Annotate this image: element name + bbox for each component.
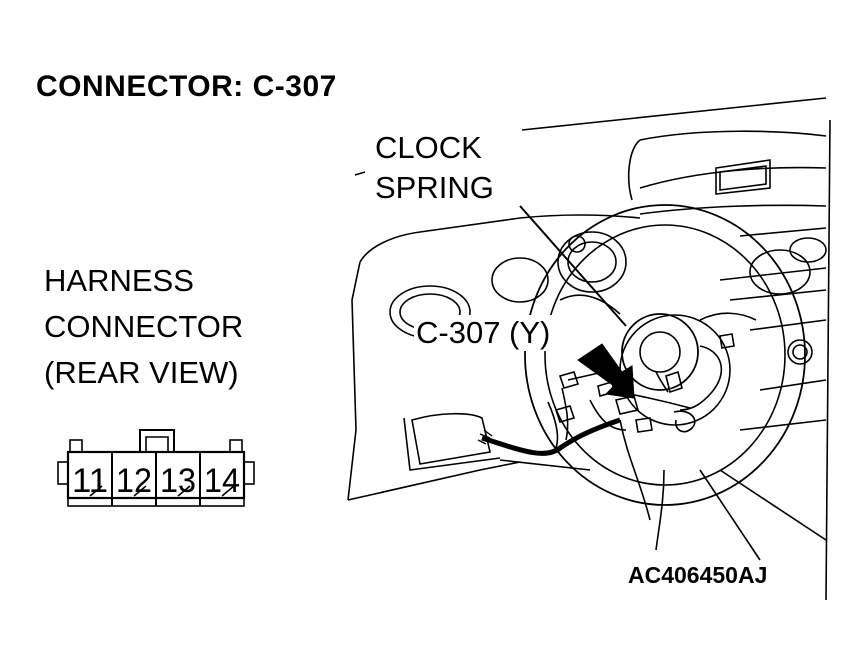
harness-connector-label: HARNESS CONNECTOR (REAR VIEW) (44, 258, 243, 396)
pin-14: 14 (204, 462, 240, 500)
connector-title: CONNECTOR: C-307 (36, 70, 337, 103)
clock-spring-leader-line (519, 205, 627, 327)
clock-label-line-2: SPRING (375, 170, 494, 205)
figure-code: AC406450AJ (628, 562, 768, 588)
pin-12: 12 (116, 462, 152, 500)
connector-callout: C-307 (Y) (414, 315, 553, 351)
clock-spring-label: CLOCK SPRING (375, 128, 494, 208)
harness-label-line-2: CONNECTOR (44, 309, 244, 344)
dashboard-outline (347, 97, 831, 601)
harness-label-line-1: HARNESS (44, 263, 194, 298)
harness-connector-diagram (57, 429, 255, 507)
pin-11: 11 (72, 462, 108, 500)
steering-wheel (524, 204, 806, 551)
clock-label-line-1: CLOCK (375, 130, 482, 165)
pin-13: 13 (160, 462, 196, 500)
harness-label-line-3: (REAR VIEW) (44, 355, 239, 390)
connector-arrow (577, 343, 635, 399)
instrument-gauges (389, 231, 827, 365)
